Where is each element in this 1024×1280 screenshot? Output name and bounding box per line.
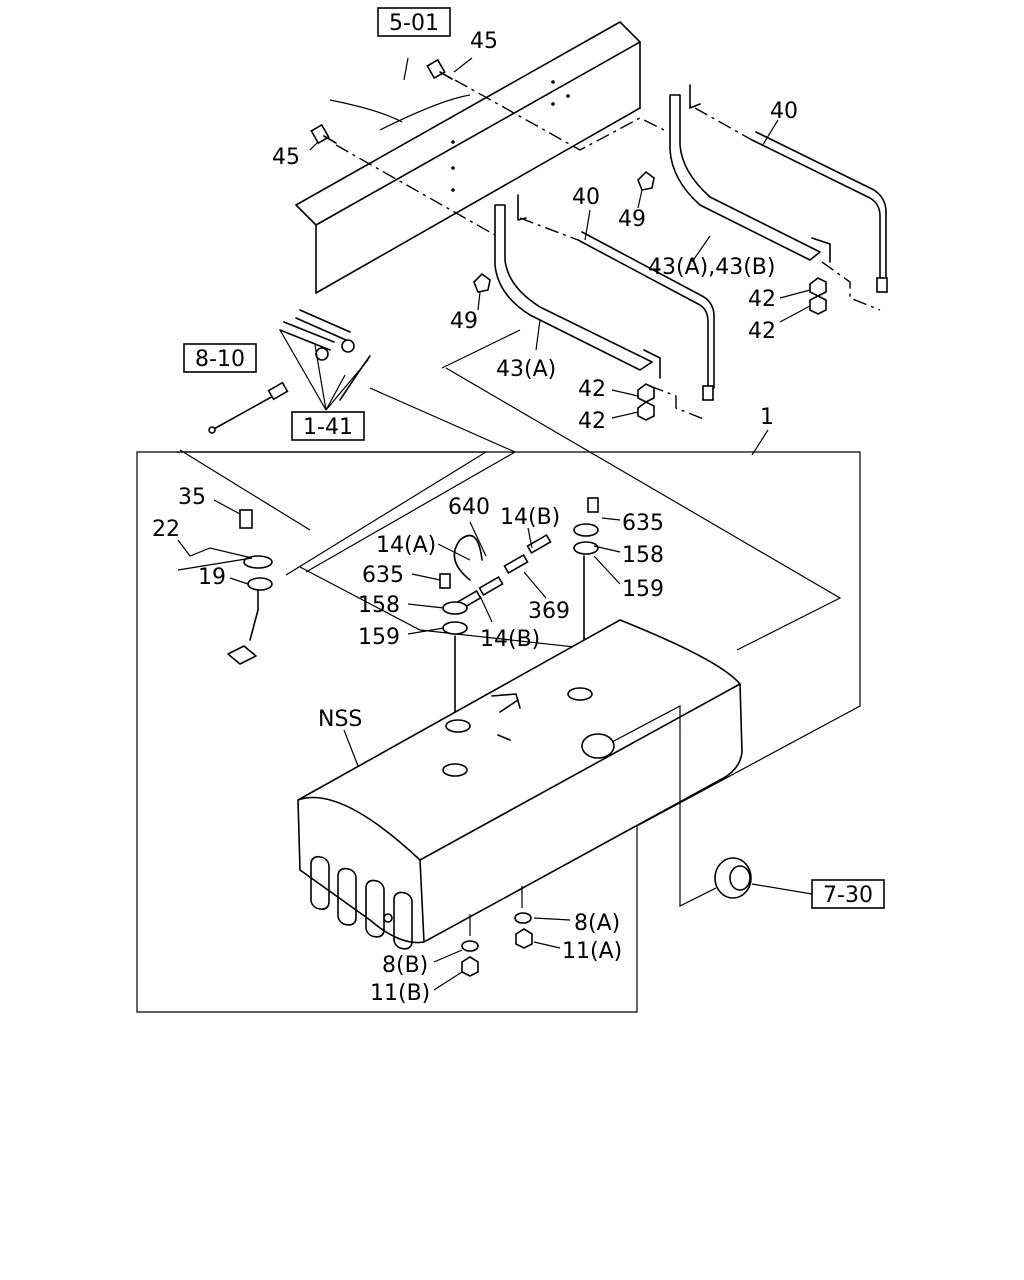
label-159-left: 159 xyxy=(358,625,400,650)
filler-cap xyxy=(611,705,752,907)
label-42-mid-2: 42 xyxy=(578,409,606,434)
ref-box-1-41[interactable]: 1-41 xyxy=(291,411,365,441)
hoses-1-41 xyxy=(279,309,371,401)
label-45-left: 45 xyxy=(272,145,300,170)
label-49-left: 49 xyxy=(450,309,478,334)
label-14b-bottom: 14(B) xyxy=(480,627,540,652)
fuel-tank-nss xyxy=(297,619,743,950)
nut-49-left xyxy=(473,272,491,293)
ref-box-7-30[interactable]: 7-30 xyxy=(811,879,885,909)
label-11b: 11(B) xyxy=(370,981,430,1006)
label-22: 22 xyxy=(152,517,180,542)
frame-rail xyxy=(295,21,641,294)
ref-box-5-01[interactable]: 5-01 xyxy=(377,7,451,37)
label-49-right: 49 xyxy=(618,207,646,232)
label-8b: 8(B) xyxy=(382,953,428,978)
label-369: 369 xyxy=(528,599,570,624)
label-158-left: 158 xyxy=(358,593,400,618)
ref-7-30-label: 7-30 xyxy=(823,883,873,908)
ref-8-10-label: 8-10 xyxy=(195,347,245,372)
nut-49-right xyxy=(637,170,655,191)
label-635-left: 635 xyxy=(362,563,404,588)
label-1: 1 xyxy=(760,405,774,430)
alignment-lines-upper xyxy=(335,79,881,421)
leader-1-41 xyxy=(279,329,369,411)
bracket-43ab xyxy=(669,84,831,263)
label-42-mid-1: 42 xyxy=(578,377,606,402)
hose-14a xyxy=(453,534,483,581)
harness-8-10 xyxy=(208,381,289,434)
label-40-right: 40 xyxy=(770,99,798,124)
drain-plug-b xyxy=(461,914,479,977)
part-labels: 45 45 40 40 49 49 43(A),43(B) 43(A) 42 4… xyxy=(152,29,798,1006)
nuts-42-right xyxy=(809,277,827,315)
fitting-left-158-159 xyxy=(439,573,468,727)
label-43ab: 43(A),43(B) xyxy=(648,255,775,280)
label-640: 640 xyxy=(448,495,490,520)
bolt-45-left xyxy=(310,123,337,145)
label-11a: 11(A) xyxy=(562,939,622,964)
label-19: 19 xyxy=(198,565,226,590)
ref-5-01-label: 5-01 xyxy=(389,11,439,36)
ref-1-41-label: 1-41 xyxy=(303,415,353,440)
label-42-right-2: 42 xyxy=(748,319,776,344)
label-nss: NSS xyxy=(318,707,362,732)
ref-box-8-10[interactable]: 8-10 xyxy=(183,343,257,373)
sender-unit-19 xyxy=(227,509,273,665)
label-35: 35 xyxy=(178,485,206,510)
label-8a: 8(A) xyxy=(574,911,620,936)
label-42-right-1: 42 xyxy=(748,287,776,312)
label-635-right: 635 xyxy=(622,511,664,536)
strap-40-mid xyxy=(577,231,715,401)
label-40-mid: 40 xyxy=(572,185,600,210)
label-158-right: 158 xyxy=(622,543,664,568)
bolt-45-top xyxy=(426,58,453,80)
hose-14b-pair xyxy=(456,533,552,611)
label-14b-top: 14(B) xyxy=(500,505,560,530)
label-43a: 43(A) xyxy=(496,357,556,382)
label-159-right: 159 xyxy=(622,577,664,602)
label-14a: 14(A) xyxy=(376,533,436,558)
strap-40-right xyxy=(751,131,888,293)
pipe-lines xyxy=(176,329,842,653)
leader-lines xyxy=(177,57,813,991)
label-45-top: 45 xyxy=(470,29,498,54)
drain-plug-a xyxy=(514,886,533,949)
nuts-42-mid xyxy=(637,383,655,421)
